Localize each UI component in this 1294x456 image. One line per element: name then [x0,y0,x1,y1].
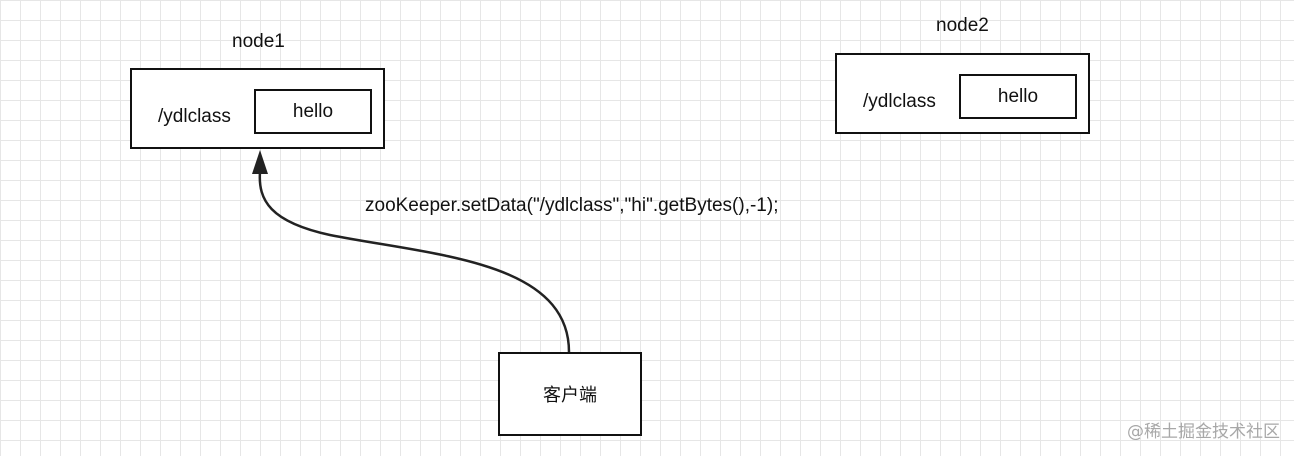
client-box: 客户端 [498,352,642,436]
node1-title: node1 [232,31,285,52]
node1-box: /ydlclass hello [130,68,385,149]
node2-title: node2 [936,15,989,36]
watermark: @稀土掘金技术社区 [1127,422,1280,442]
node1-value-box: hello [254,89,372,134]
arrowhead-icon [252,150,268,174]
node1-path: /ydlclass [158,106,231,127]
arrow-line [258,171,571,353]
node2-box: /ydlclass hello [835,53,1090,134]
node2-value-box: hello [959,74,1077,119]
node2-path: /ydlclass [863,91,936,112]
setdata-call-label: zooKeeper.setData("/ydlclass","hi".getBy… [365,195,779,216]
